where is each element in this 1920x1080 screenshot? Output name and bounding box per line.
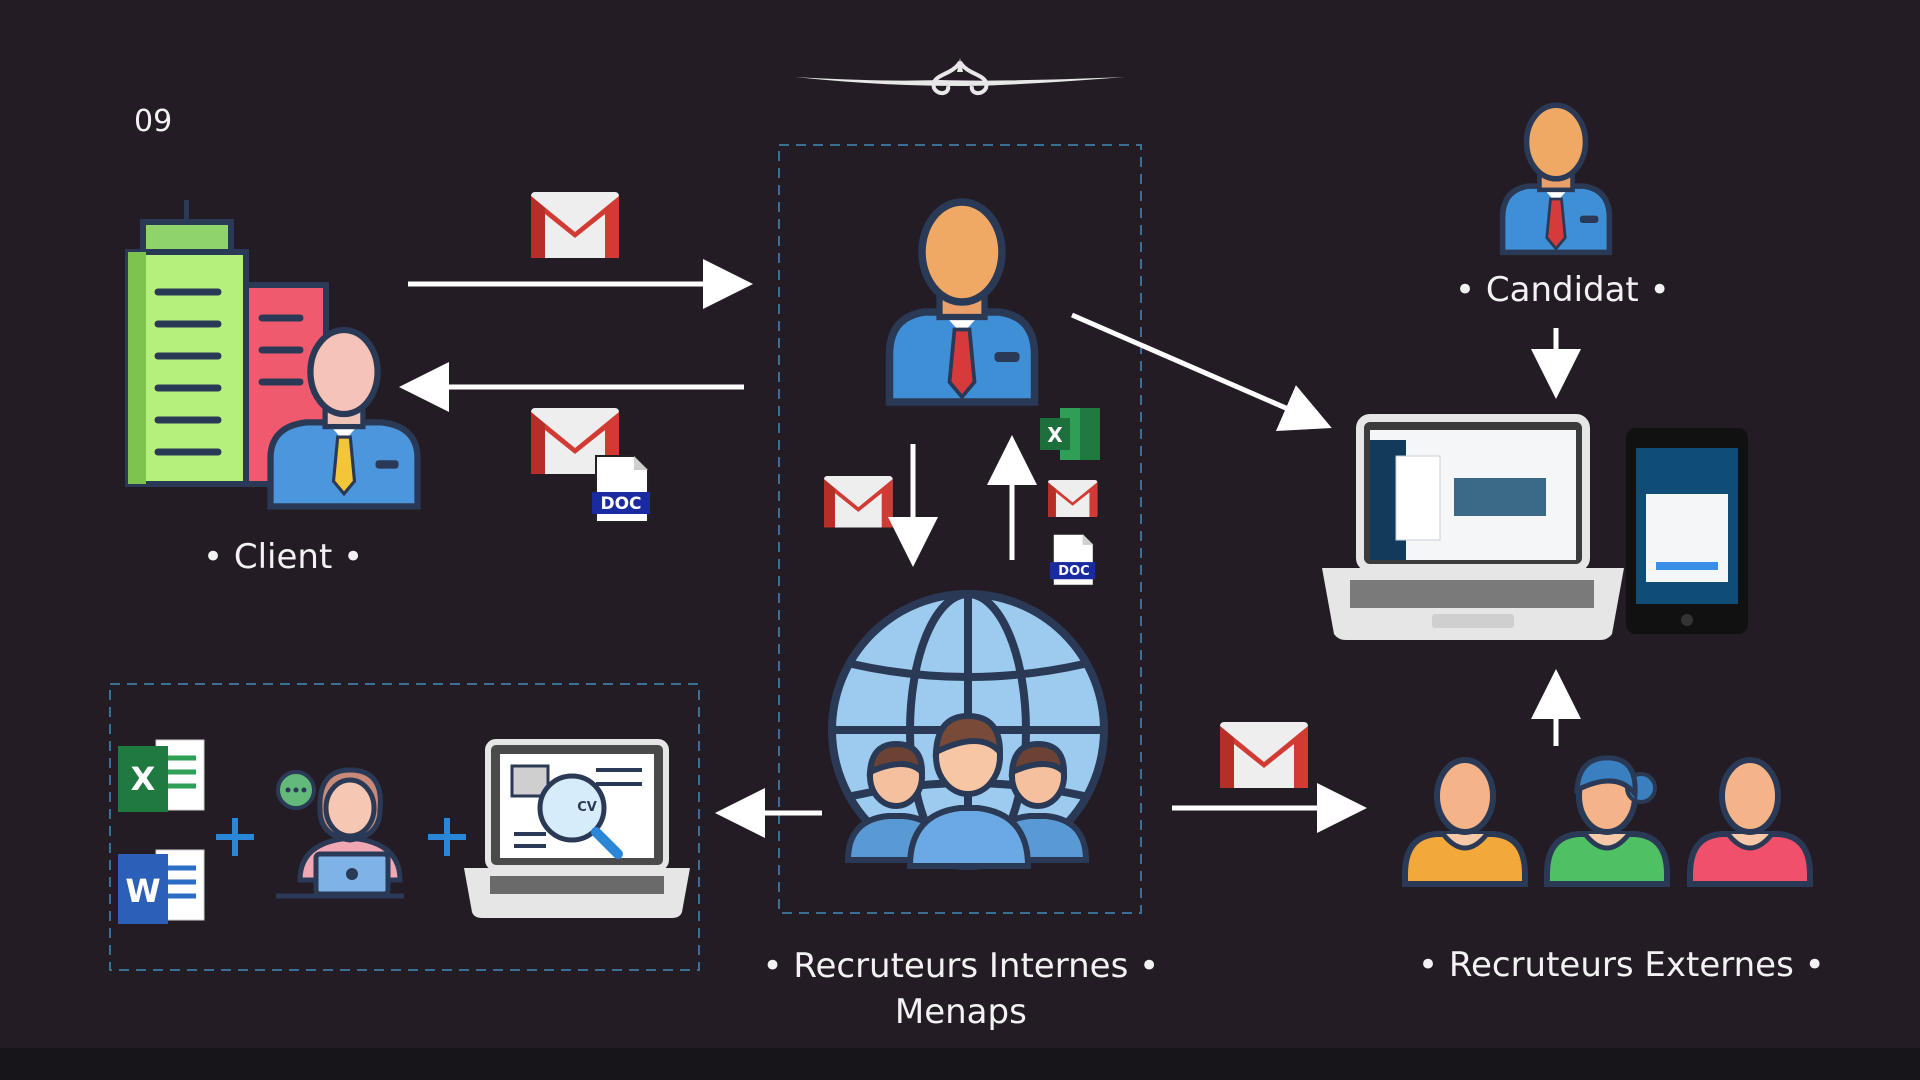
gmail-icon (1048, 480, 1098, 517)
candidat-person-icon (1503, 105, 1610, 252)
external-recruiter-green-icon (1547, 755, 1667, 884)
svg-text:W: W (125, 872, 160, 910)
top-ornament (795, 58, 1125, 95)
svg-text:CV: CV (577, 800, 597, 815)
output-dashed-box (109, 683, 700, 971)
cv-laptop-icon: CV (464, 739, 690, 918)
label-recruteurs-internes: • Recruteurs Internes • Menaps (763, 943, 1160, 1035)
phone-icon (1626, 428, 1748, 634)
gmail-icon (1220, 722, 1308, 788)
svg-text:X: X (1047, 423, 1063, 447)
internal-manager-person-icon (890, 202, 1035, 402)
client-person-icon (267, 326, 421, 510)
globe-team-icon (828, 590, 1108, 870)
page-number: 09 (134, 104, 173, 139)
plus-icon (216, 818, 254, 856)
external-recruiter-orange-icon (1405, 760, 1525, 884)
laptop-icon (1322, 414, 1624, 640)
gmail-icon (531, 192, 619, 258)
label-recruteurs-externes: • Recruteurs Externes • (1418, 945, 1825, 985)
doc-badge-label: DOC (600, 494, 641, 514)
excel-icon: X (1040, 408, 1100, 460)
support-agent-icon (276, 767, 404, 899)
bottom-bar (0, 1048, 1920, 1080)
label-internes-line1: • Recruteurs Internes • (762, 946, 1160, 986)
excel-icon: X (118, 739, 205, 812)
plus-icon (428, 818, 466, 856)
doc-badge-label: DOC (1058, 564, 1089, 579)
external-recruiter-pink-icon (1690, 760, 1810, 884)
svg-text:X: X (131, 760, 156, 798)
internes-dashed-box (778, 144, 1142, 914)
label-client: • Client • (203, 537, 364, 577)
gmail-icon (824, 476, 893, 528)
arrow-internes-to-platform (1071, 312, 1332, 431)
word-icon: W (118, 849, 205, 924)
label-internes-line2: Menaps (894, 992, 1027, 1032)
label-candidat: • Candidat • (1455, 270, 1670, 310)
